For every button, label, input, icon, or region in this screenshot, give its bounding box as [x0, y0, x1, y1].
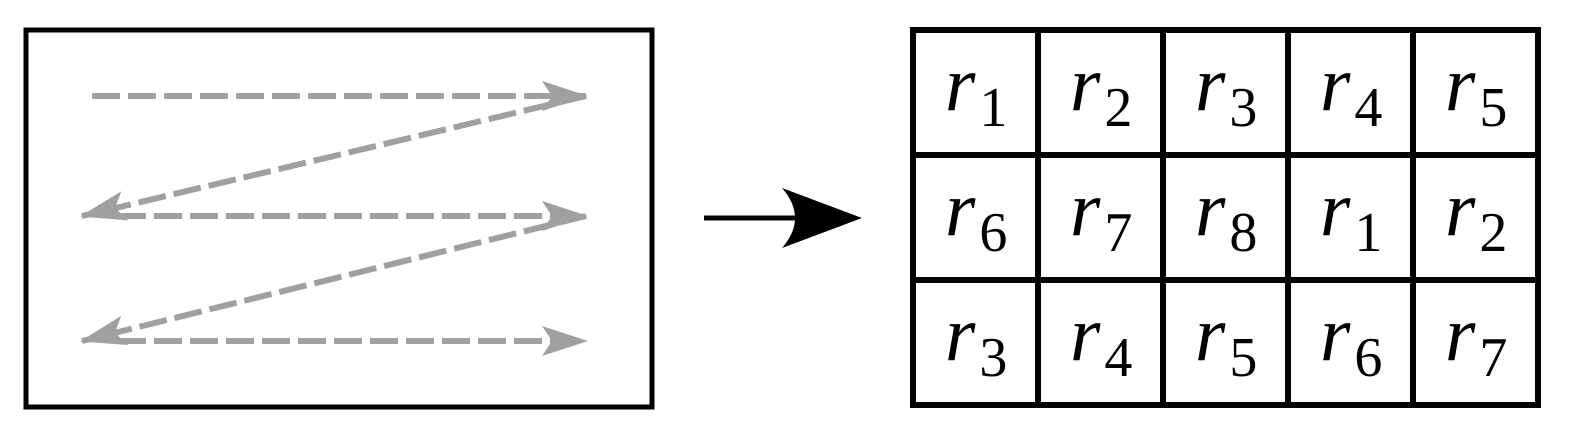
cell-variable: r [945, 290, 976, 377]
cell-subscript: 2 [1104, 77, 1132, 139]
cell-subscript: 2 [1479, 202, 1507, 264]
cell-variable: r [1445, 290, 1476, 377]
cell-variable: r [1070, 290, 1101, 377]
grid-cell-label: r1 [1320, 165, 1382, 264]
scan-return-2-arrow [80, 213, 587, 345]
cell-subscript: 3 [1229, 77, 1257, 139]
cell-subscript: 5 [1229, 327, 1257, 389]
cell-variable: r [1445, 165, 1476, 252]
cell-subscript: 7 [1479, 327, 1507, 389]
scan-return-1-arrow [80, 93, 587, 221]
grid-cell-label: r6 [945, 165, 1007, 264]
cell-variable: r [1445, 40, 1476, 127]
grid-cell-label: r3 [945, 290, 1007, 389]
cell-variable: r [1070, 40, 1101, 127]
cell-subscript: 7 [1104, 202, 1132, 264]
cell-variable: r [1195, 40, 1226, 127]
cell-subscript: 8 [1229, 202, 1257, 264]
cell-subscript: 6 [979, 202, 1007, 264]
cell-variable: r [1195, 165, 1226, 252]
grid-cell-label: r7 [1445, 290, 1507, 389]
cell-subscript: 6 [1354, 327, 1382, 389]
mapping-arrow-head [782, 188, 862, 248]
cell-variable: r [945, 40, 976, 127]
grid-frame [910, 27, 1541, 408]
cell-subscript: 5 [1479, 77, 1507, 139]
grid-cell-label: r4 [1320, 40, 1382, 139]
grid-cell-label: r2 [1070, 40, 1132, 139]
zigzag-scan-path [80, 81, 588, 356]
grid-cell-label: r4 [1070, 290, 1132, 389]
scan-frame [23, 27, 655, 410]
cell-variable: r [1070, 165, 1101, 252]
grid-cell-label: r7 [1070, 165, 1132, 264]
grid-cell-label: r8 [1195, 165, 1257, 264]
cell-subscript: 1 [1354, 202, 1382, 264]
grid-cell-label: r5 [1445, 40, 1507, 139]
grid-cell-label: r6 [1320, 290, 1382, 389]
cell-subscript: 4 [1104, 327, 1132, 389]
cell-variable: r [1195, 290, 1226, 377]
cell-variable: r [1320, 165, 1351, 252]
cell-variable: r [1320, 290, 1351, 377]
cell-variable: r [945, 165, 976, 252]
grid-cell-label: r3 [1195, 40, 1257, 139]
scan-order-panel [23, 27, 655, 410]
cell-subscript: 4 [1354, 77, 1382, 139]
grid-cell-label: r5 [1195, 290, 1257, 389]
cell-subscript: 1 [979, 77, 1007, 139]
mapping-arrow [704, 188, 862, 248]
cell-variable: r [1320, 40, 1351, 127]
grid-cell-label: r1 [945, 40, 1007, 139]
grid-cell-label: r2 [1445, 165, 1507, 264]
cell-subscript: 3 [979, 327, 1007, 389]
